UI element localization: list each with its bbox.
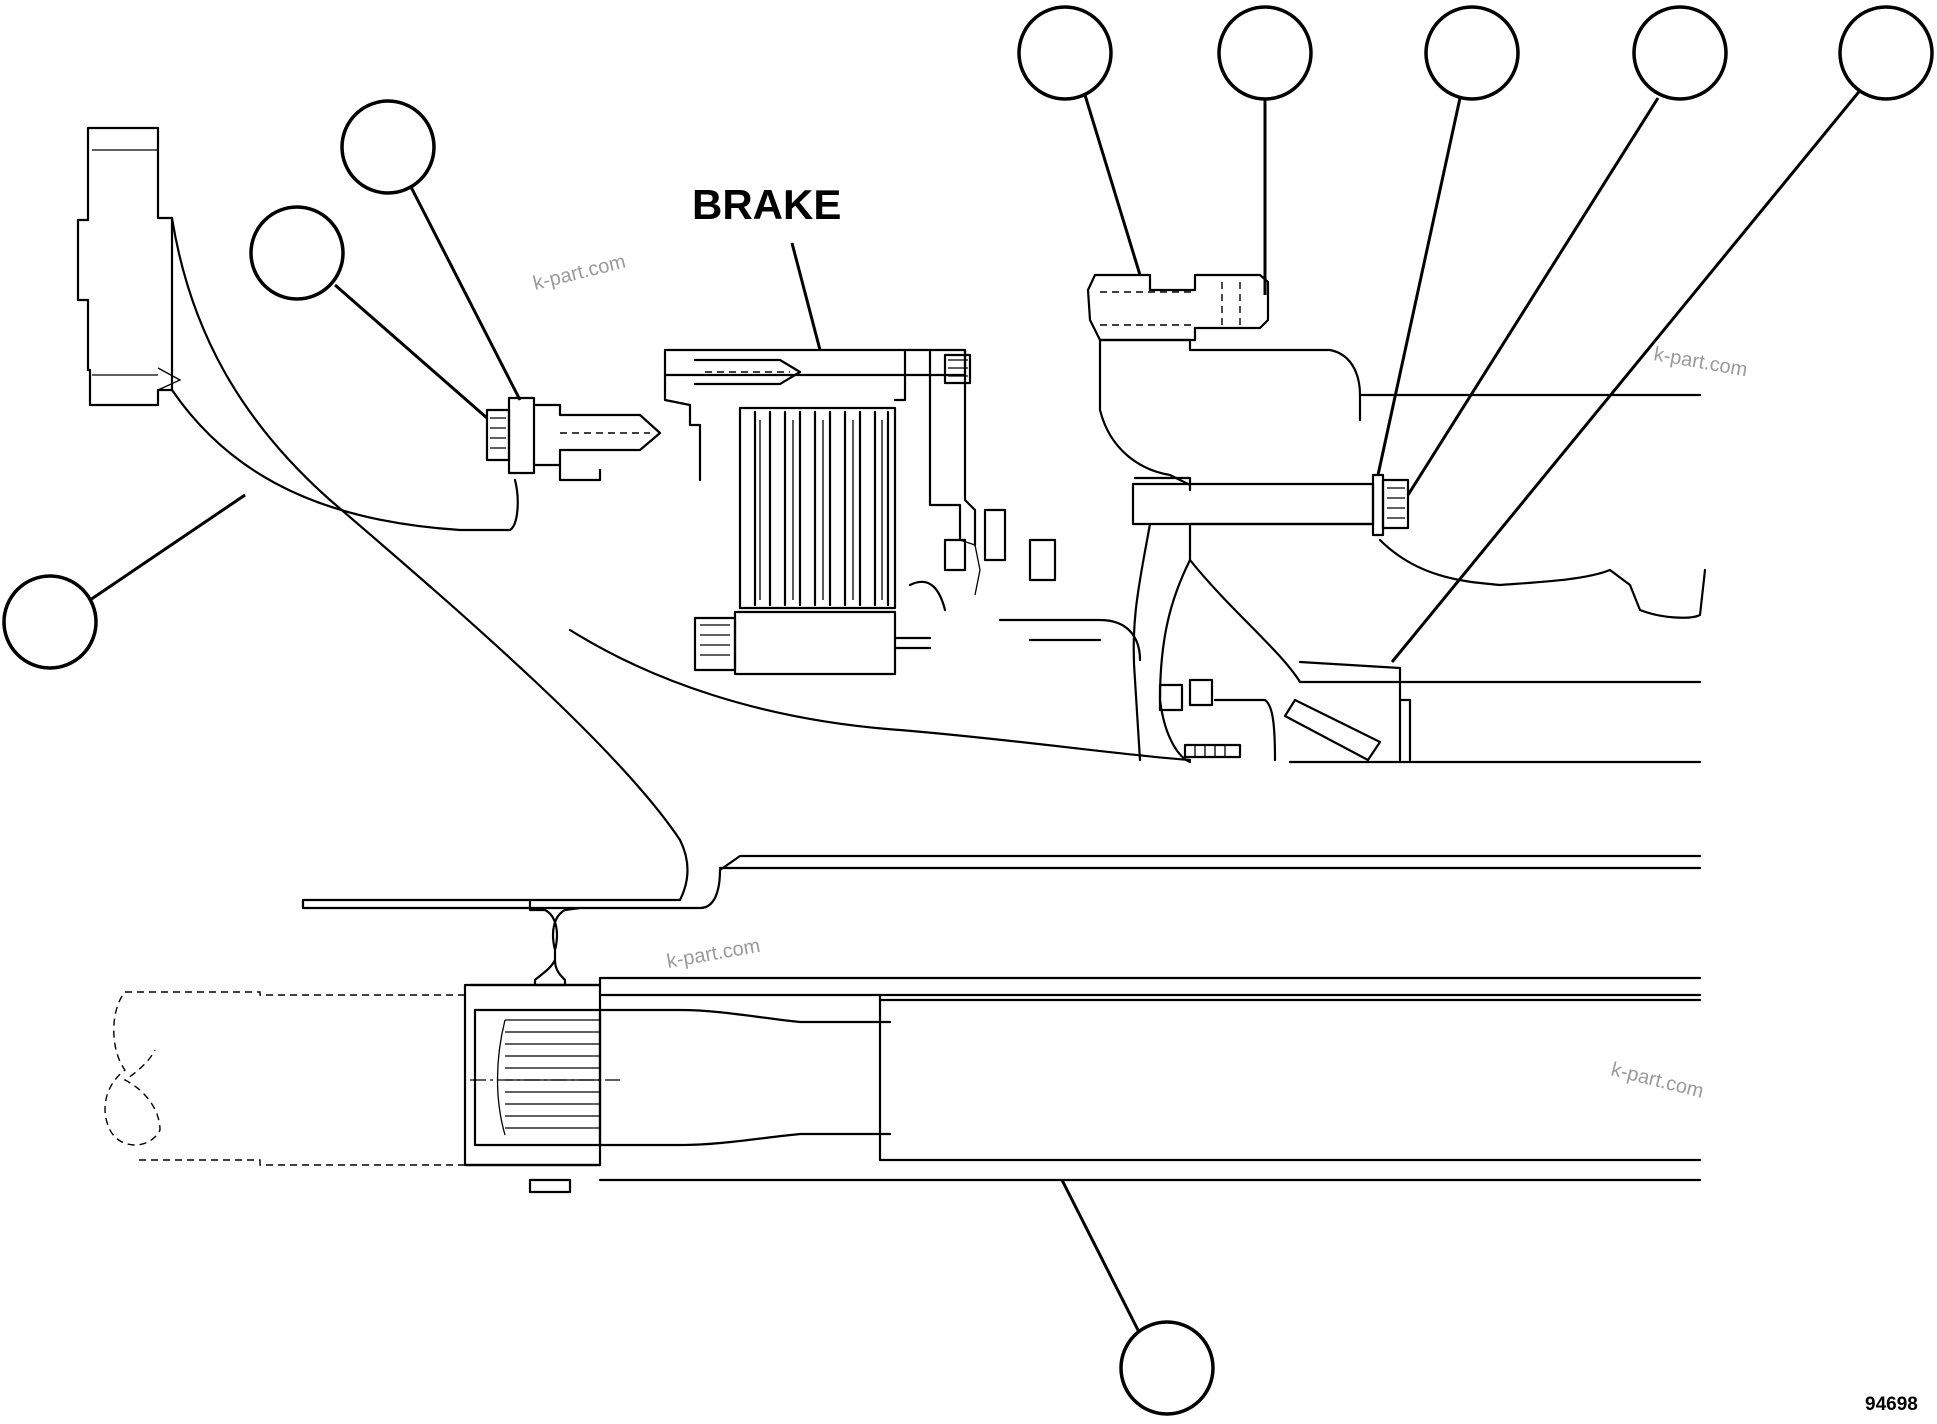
outer-housing [76, 126, 1707, 910]
callout-circle [1017, 5, 1113, 101]
callout-circles [2, 5, 1934, 1416]
callout-circle [1119, 1320, 1215, 1416]
brake-friction-disks [753, 410, 890, 607]
left-brake-stud [485, 396, 662, 482]
watermark: k-part.com [1609, 1059, 1706, 1103]
callout-circle [1632, 5, 1728, 101]
figure-number: 94698 [1865, 1394, 1918, 1415]
watermark: k-part.com [1652, 343, 1749, 381]
right-mounting-assembly [998, 273, 1412, 764]
callout-circle [2, 574, 98, 670]
callout-circle [1838, 5, 1934, 101]
brake-label: BRAKE [692, 181, 841, 228]
callout-circle [340, 99, 436, 195]
watermark: k-part.com [665, 935, 762, 973]
brake-assembly [663, 348, 1057, 676]
spline-teeth [496, 1019, 600, 1136]
driveshaft-tube [104, 898, 1702, 1194]
callout-circle [249, 205, 345, 301]
callout-circle [1217, 5, 1313, 101]
callout-circle [1424, 5, 1520, 101]
watermark: k-part.com [531, 251, 628, 295]
leader-lines [89, 87, 1864, 1341]
